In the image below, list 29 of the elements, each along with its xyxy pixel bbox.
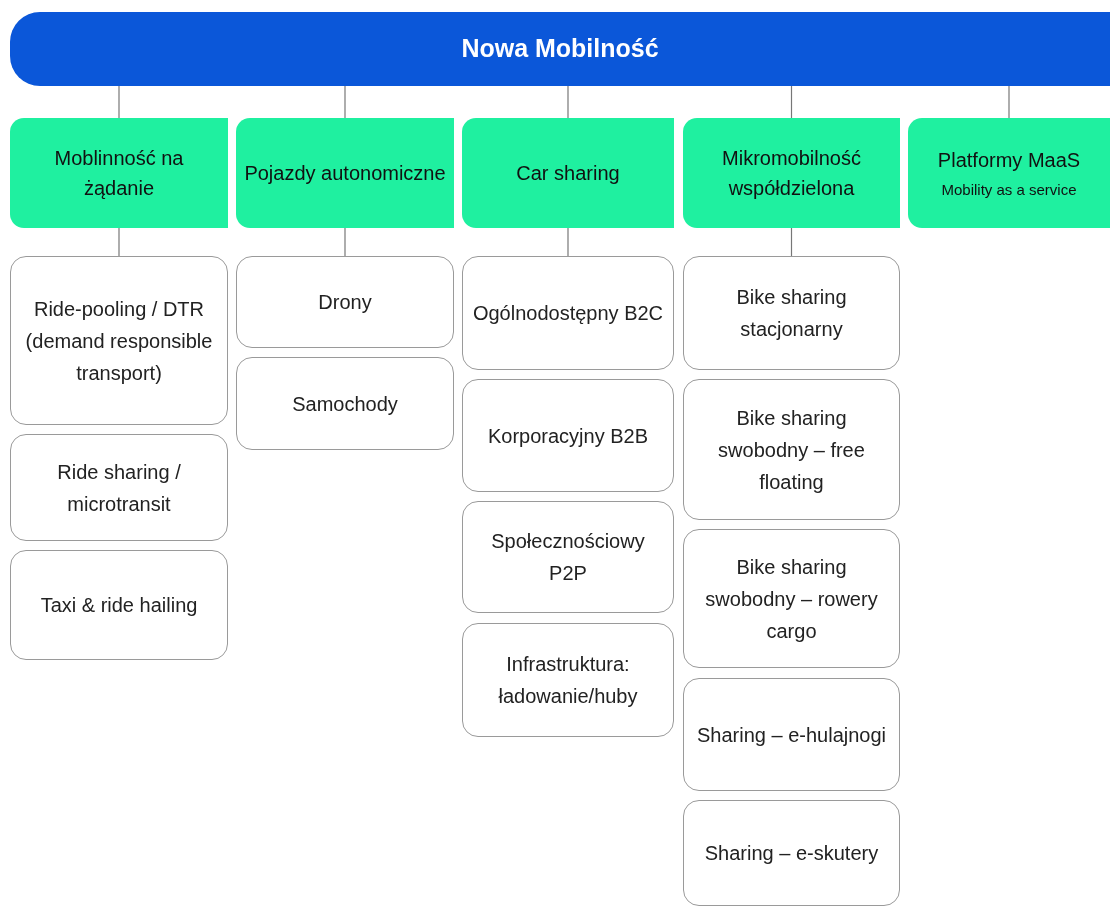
connector-line: [344, 227, 346, 257]
item-box: Ride-pooling / DTR (demand responsible transport): [10, 256, 228, 425]
category-box: Moblinność na żądanie: [10, 118, 228, 228]
connector-line: [118, 85, 120, 119]
item-box: Samochody: [236, 357, 454, 450]
item-box: Taxi & ride hailing: [10, 550, 228, 660]
connector-line: [1008, 85, 1010, 119]
item-box: Ride sharing / microtransit: [10, 434, 228, 541]
category-box: Car sharing: [462, 118, 674, 228]
connector-line: [790, 227, 793, 257]
item-box: Bike sharing swobodny – rowery cargo: [683, 529, 900, 668]
item-box: Ogólnodostępny B2C: [462, 256, 674, 370]
title-bar: Nowa Mobilność: [10, 12, 1110, 86]
item-box: Bike sharing stacjonarny: [683, 256, 900, 370]
item-box: Sharing – e-skutery: [683, 800, 900, 906]
item-box: Infrastruktura: ładowanie/huby: [462, 623, 674, 737]
connector-line: [344, 85, 346, 119]
connector-line: [790, 85, 793, 119]
category-box: Mikromobilność współdzielona: [683, 118, 900, 228]
category-box: Platformy MaaS Mobility as a service: [908, 118, 1110, 228]
category-box: Pojazdy autonomiczne: [236, 118, 454, 228]
item-box: Bike sharing swobodny – free floating: [683, 379, 900, 520]
connector-line: [118, 227, 120, 257]
item-box: Korporacyjny B2B: [462, 379, 674, 492]
connector-line: [567, 227, 569, 257]
connector-line: [567, 85, 569, 119]
item-box: Drony: [236, 256, 454, 348]
item-box: Sharing – e-hulajnogi: [683, 678, 900, 791]
item-box: Społecznościowy P2P: [462, 501, 674, 613]
